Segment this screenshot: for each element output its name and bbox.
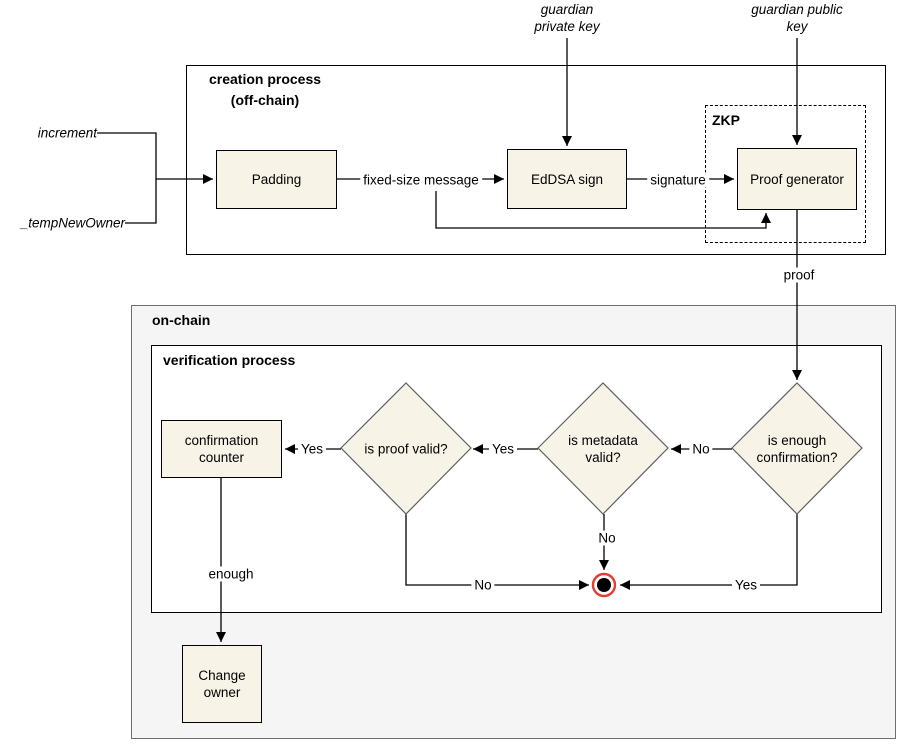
padding-node: Padding — [216, 150, 337, 209]
is-enough-confirmation-label: is enough confirmation? — [742, 432, 852, 466]
edge-inputs-join — [97, 132, 157, 224]
change-owner-line2: owner — [203, 685, 241, 700]
verification-process-container — [151, 345, 882, 613]
yes-enough-edge-label: Yes — [731, 577, 761, 593]
change-owner-line1: Change — [198, 668, 246, 683]
no-metadata-down-edge-label: No — [595, 530, 619, 546]
confirmation-counter-line1: confirmation — [184, 433, 259, 448]
confirmation-counter-line2: counter — [198, 450, 245, 465]
is-enough-confirmation-line2: confirmation? — [756, 450, 838, 465]
creation-title-line2: (off-chain) — [230, 92, 300, 108]
is-metadata-valid-line1: is metadata — [568, 433, 638, 448]
increment-input-label: increment — [37, 125, 97, 141]
guardian-private-key-line1: guardian — [540, 2, 594, 17]
yes-to-counter-edge-label: Yes — [297, 441, 327, 457]
no-to-metadata-edge-label: No — [689, 441, 713, 457]
zkp-title: ZKP — [712, 112, 740, 128]
creation-process-title: creation process (off-chain) — [190, 69, 340, 111]
is-metadata-valid-label: is metadata valid? — [553, 432, 653, 466]
eddsa-sign-node: EdDSA sign — [507, 149, 627, 209]
padding-label: Padding — [251, 172, 302, 187]
no-proof-invalid-edge-label: No — [471, 577, 495, 593]
proof-generator-node: Proof generator — [737, 148, 857, 210]
temp-new-owner-input-label: _tempNewOwner — [20, 215, 125, 231]
proof-generator-label: Proof generator — [750, 171, 844, 187]
guardian-private-key-label: guardian private key — [534, 1, 599, 35]
eddsa-sign-label: EdDSA sign — [530, 171, 604, 187]
yes-to-proof-valid-edge-label: Yes — [488, 441, 518, 457]
confirmation-counter-node: confirmation counter — [161, 420, 282, 478]
is-enough-confirmation-line1: is enough — [767, 433, 827, 448]
change-owner-node: Change owner — [182, 645, 262, 723]
guardian-public-key-line1: guardian public — [751, 2, 843, 17]
proof-edge-label: proof — [780, 267, 818, 283]
guardian-public-key-line2: key — [786, 19, 808, 34]
guardian-public-key-label: guardian public key — [751, 1, 843, 35]
guardian-private-key-line2: private key — [534, 19, 600, 34]
onchain-title: on-chain — [152, 312, 211, 328]
enough-edge-label: enough — [205, 566, 257, 582]
fixed-size-message-edge-label: fixed-size message — [360, 172, 482, 188]
is-metadata-valid-line2: valid? — [585, 450, 621, 465]
is-proof-valid-label: is proof valid? — [351, 441, 461, 458]
signature-edge-label: signature — [647, 172, 709, 188]
is-proof-valid-text: is proof valid? — [364, 441, 448, 457]
verification-process-title: verification process — [163, 352, 296, 368]
creation-title-line1: creation process — [208, 71, 322, 87]
